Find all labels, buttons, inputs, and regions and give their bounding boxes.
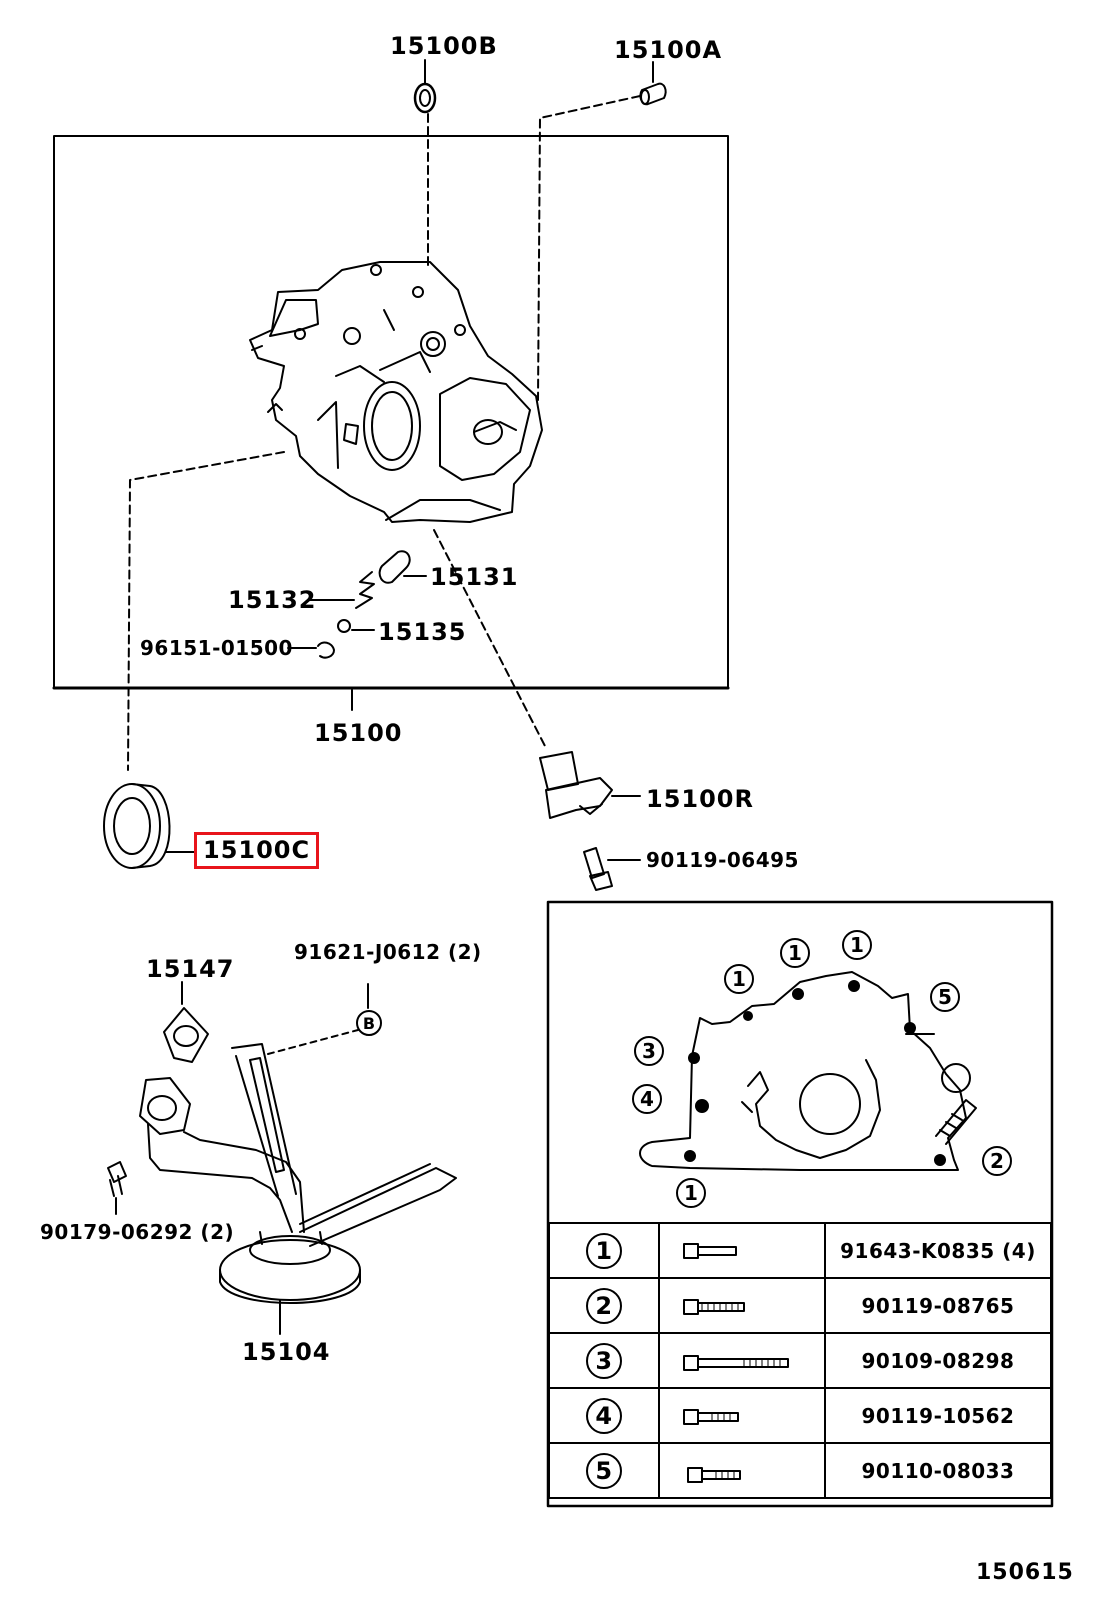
- bolt-marker-1: 1: [724, 964, 754, 994]
- part-label-91621-J0612: 91621-J0612 (2): [294, 940, 482, 964]
- bolt-part-number: 90119-10562: [824, 1387, 1052, 1444]
- bolt-icon: [658, 1222, 826, 1279]
- part-label-15100: 15100: [314, 719, 403, 747]
- table-row: 1 91643-K0835 (4): [548, 1222, 1052, 1279]
- bolt-part-number: 90110-08033: [824, 1442, 1052, 1499]
- bolt-icon: [658, 1387, 826, 1444]
- bolt-number: 1: [586, 1232, 622, 1269]
- part-label-15147: 15147: [146, 955, 235, 983]
- bolt-number: 5: [586, 1452, 622, 1489]
- bolt-number: 2: [586, 1287, 622, 1324]
- bolt-marker-1: 1: [780, 938, 810, 968]
- part-label-96151-01500: 96151-01500: [140, 636, 293, 660]
- bolt-icon: [658, 1442, 826, 1499]
- bolt-marker-4: 4: [632, 1084, 662, 1114]
- bolt-number: 3: [586, 1342, 622, 1379]
- bolt-marker-5: 5: [930, 982, 960, 1012]
- bolt-marker-1: 1: [842, 930, 872, 960]
- diagram-code: 150615: [976, 1560, 1074, 1585]
- bolt-marker-2: 2: [982, 1146, 1012, 1176]
- bolt-icon: [658, 1277, 826, 1334]
- bolt-marker-1: 1: [676, 1178, 706, 1208]
- table-row: 5 90110-08033: [548, 1442, 1052, 1499]
- part-label-90179-06292: 90179-06292 (2): [40, 1220, 235, 1244]
- bolt-marker-3: 3: [634, 1036, 664, 1066]
- part-label-90119-06495: 90119-06495: [646, 848, 799, 872]
- bolt-icon: [658, 1332, 826, 1389]
- table-row: 2 90119-08765: [548, 1277, 1052, 1334]
- part-label-15100B: 15100B: [390, 32, 498, 60]
- reference-marker-b: B: [356, 1010, 382, 1036]
- bolt-number: 4: [586, 1397, 622, 1434]
- table-row: 4 90119-10562: [548, 1387, 1052, 1444]
- bolt-part-number: 90119-08765: [824, 1277, 1052, 1334]
- bolt-part-number: 91643-K0835 (4): [824, 1222, 1052, 1279]
- bolt-part-number: 90109-08298: [824, 1332, 1052, 1389]
- part-label-15100A: 15100A: [614, 36, 723, 64]
- part-label-15131: 15131: [430, 563, 519, 591]
- part-label-15100C-highlighted[interactable]: 15100C: [194, 832, 320, 869]
- part-label-15100R: 15100R: [646, 785, 754, 813]
- part-label-15135: 15135: [378, 618, 467, 646]
- table-row: 3 90109-08298: [548, 1332, 1052, 1389]
- part-label-15132: 15132: [228, 586, 317, 614]
- bolt-table: 1 91643-K0835 (4) 2 90119-08765 3 90109-…: [548, 1222, 1052, 1499]
- part-label-15104: 15104: [242, 1338, 331, 1366]
